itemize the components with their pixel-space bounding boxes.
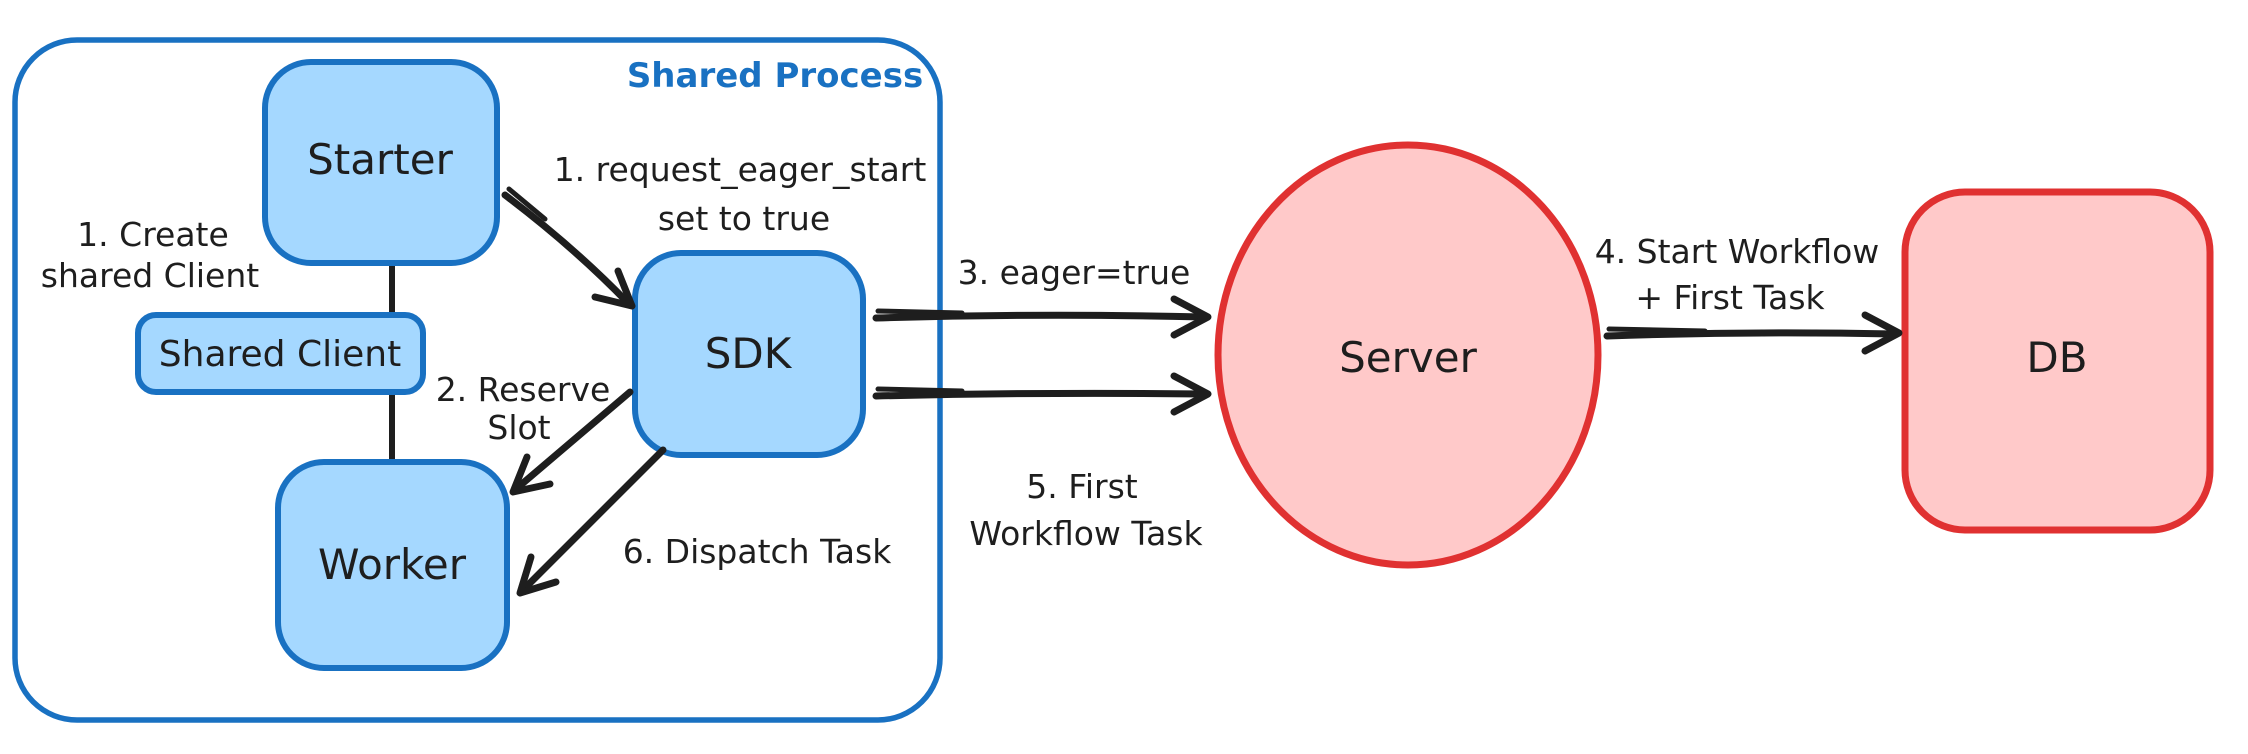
db-node	[1901, 188, 2214, 534]
arrow-shaft	[872, 311, 1208, 322]
arrowhead	[516, 553, 560, 597]
arrow-sketch-tick	[875, 308, 965, 316]
annotation-line: 5. First	[1026, 467, 1137, 506]
annotation-line: 4. Start Workflow	[1595, 232, 1880, 271]
db-label: DB	[2026, 333, 2087, 382]
arrow-shaft	[1603, 329, 1899, 340]
arrow-sketch-tick	[875, 386, 965, 394]
annotation-line: + First Task	[1635, 278, 1825, 317]
annotation-eager-true: 3. eager=true	[958, 253, 1191, 292]
annotation-line: shared Client	[41, 256, 260, 295]
annotation-line: Slot	[487, 408, 550, 447]
shared-process-label: Shared Process	[627, 56, 923, 96]
starter-node	[262, 59, 500, 266]
arrow-eager-true	[872, 295, 1212, 339]
sdk-node	[632, 250, 866, 458]
worker-label: Worker	[318, 540, 467, 589]
arrow-shaft	[519, 446, 667, 594]
shared-process-container	[12, 37, 943, 723]
arrow-reserve-slot	[509, 388, 634, 496]
annotation-start-workflow: 4. Start Workflow + First Task	[1595, 232, 1880, 317]
annotation-line: 6. Dispatch Task	[623, 532, 893, 571]
annotation-reserve-slot: 2. Reserve Slot	[436, 370, 611, 447]
annotation-line: 2. Reserve	[436, 370, 611, 409]
shared-client-label: Shared Client	[159, 334, 401, 375]
arrow-shaft	[512, 388, 634, 493]
arrow-sketch-tick	[1606, 326, 1708, 334]
arrow-shaft	[872, 389, 1208, 400]
arrowhead	[591, 267, 636, 310]
sdk-label: SDK	[705, 329, 793, 378]
arrowhead	[1170, 295, 1212, 339]
arrow-start-workflow	[1603, 311, 1903, 355]
annotation-line: 3. eager=true	[958, 253, 1191, 292]
annotation-line: 1. request_eager_start	[554, 150, 927, 189]
annotation-line: set to true	[658, 199, 830, 238]
arrow-request-eager-start	[501, 186, 636, 310]
arrowhead	[1170, 372, 1212, 416]
arrow-dispatch-task	[516, 446, 667, 597]
annotation-create-shared-client: 1. Create shared Client	[41, 215, 260, 295]
arrow-sketch-tick	[506, 186, 548, 222]
annotation-line: Workflow Task	[969, 514, 1203, 553]
arrowhead	[509, 453, 554, 496]
worker-node	[275, 459, 510, 671]
annotation-line: 1. Create	[77, 215, 229, 254]
arrow-first-workflow-task	[872, 372, 1212, 416]
arrowhead	[1861, 311, 1903, 355]
shared-client-node	[135, 312, 426, 395]
annotation-request-eager-start: 1. request_eager_start set to true	[554, 150, 927, 238]
starter-label: Starter	[307, 135, 453, 184]
server-label: Server	[1339, 333, 1477, 382]
server-node	[1214, 141, 1602, 569]
arrow-shaft	[501, 191, 632, 307]
annotation-first-workflow-task: 5. First Workflow Task	[969, 467, 1203, 553]
annotation-dispatch-task: 6. Dispatch Task	[623, 532, 893, 571]
